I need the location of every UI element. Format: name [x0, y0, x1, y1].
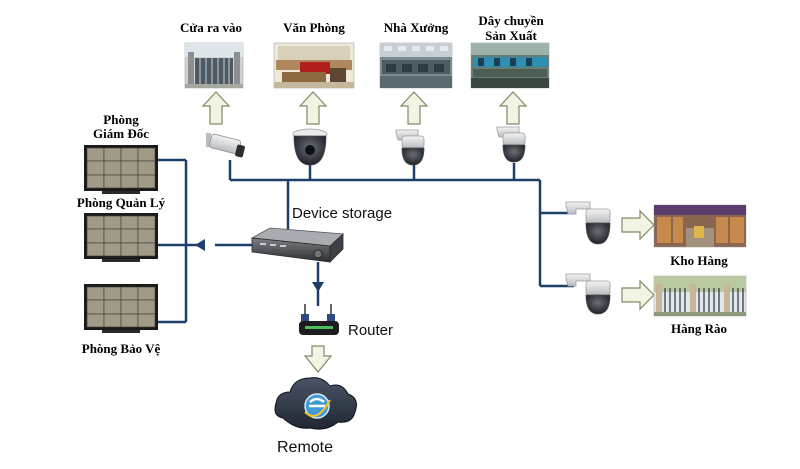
arrow-right-to-fence — [621, 279, 655, 311]
monitor-quan-ly — [84, 213, 158, 262]
label-phong-giam-doc-line2: Giám Đốc — [93, 126, 149, 141]
label-phong-bao-ve: Phòng Bảo Vệ — [82, 341, 161, 356]
monitor-bao-ve — [84, 284, 158, 333]
label-van-phong: Văn Phòng — [283, 20, 345, 35]
arrowhead-to-router — [312, 282, 324, 292]
arrow-up-to-gate — [201, 91, 231, 125]
arrowhead-to-monitors — [195, 239, 205, 251]
arrow-up-to-production-line — [498, 91, 528, 125]
device-storage-dvr — [250, 227, 344, 263]
factory-photo — [379, 42, 453, 89]
gate-photo — [184, 42, 244, 89]
office-photo — [273, 42, 355, 89]
remote-label: Remote — [277, 439, 333, 456]
warehouse-photo — [653, 204, 747, 248]
label-day-chuyen-line1: Dây chuyền — [478, 13, 544, 28]
router-label: Router — [348, 322, 393, 339]
dome-camera — [292, 128, 328, 166]
ptz-camera-production-line — [496, 126, 526, 163]
arrow-down-to-remote — [303, 345, 333, 373]
label-kho-hang: Kho Hàng — [670, 253, 728, 268]
monitor-giam-doc — [84, 145, 158, 194]
ptz-camera-fence — [565, 273, 611, 315]
label-phong-giam-doc-line1: Phòng — [103, 112, 139, 127]
fence-photo — [653, 275, 747, 317]
arrow-up-to-office — [298, 91, 328, 125]
remote-cloud-icon — [274, 377, 357, 430]
device-storage-label: Device storage — [292, 205, 392, 222]
up-arrows — [201, 91, 528, 125]
arrow-up-to-factory — [399, 91, 429, 125]
bullet-camera — [206, 133, 245, 158]
right-arrows — [621, 209, 655, 311]
ptz-camera-warehouse — [565, 201, 611, 245]
label-hang-rao: Hàng Rào — [671, 321, 727, 336]
label-cua-ra-vao: Cửa ra vào — [180, 20, 242, 35]
ptz-camera-factory — [395, 129, 425, 166]
router — [299, 304, 339, 335]
label-phong-quan-ly: Phòng Quản Lý — [77, 195, 166, 210]
arrow-right-to-warehouse — [621, 209, 655, 241]
label-nha-xuong: Nhà Xưởng — [384, 20, 449, 35]
label-day-chuyen-line2: Sản Xuất — [485, 28, 537, 43]
connection-lines — [158, 158, 574, 324]
production-line-photo — [470, 42, 550, 89]
